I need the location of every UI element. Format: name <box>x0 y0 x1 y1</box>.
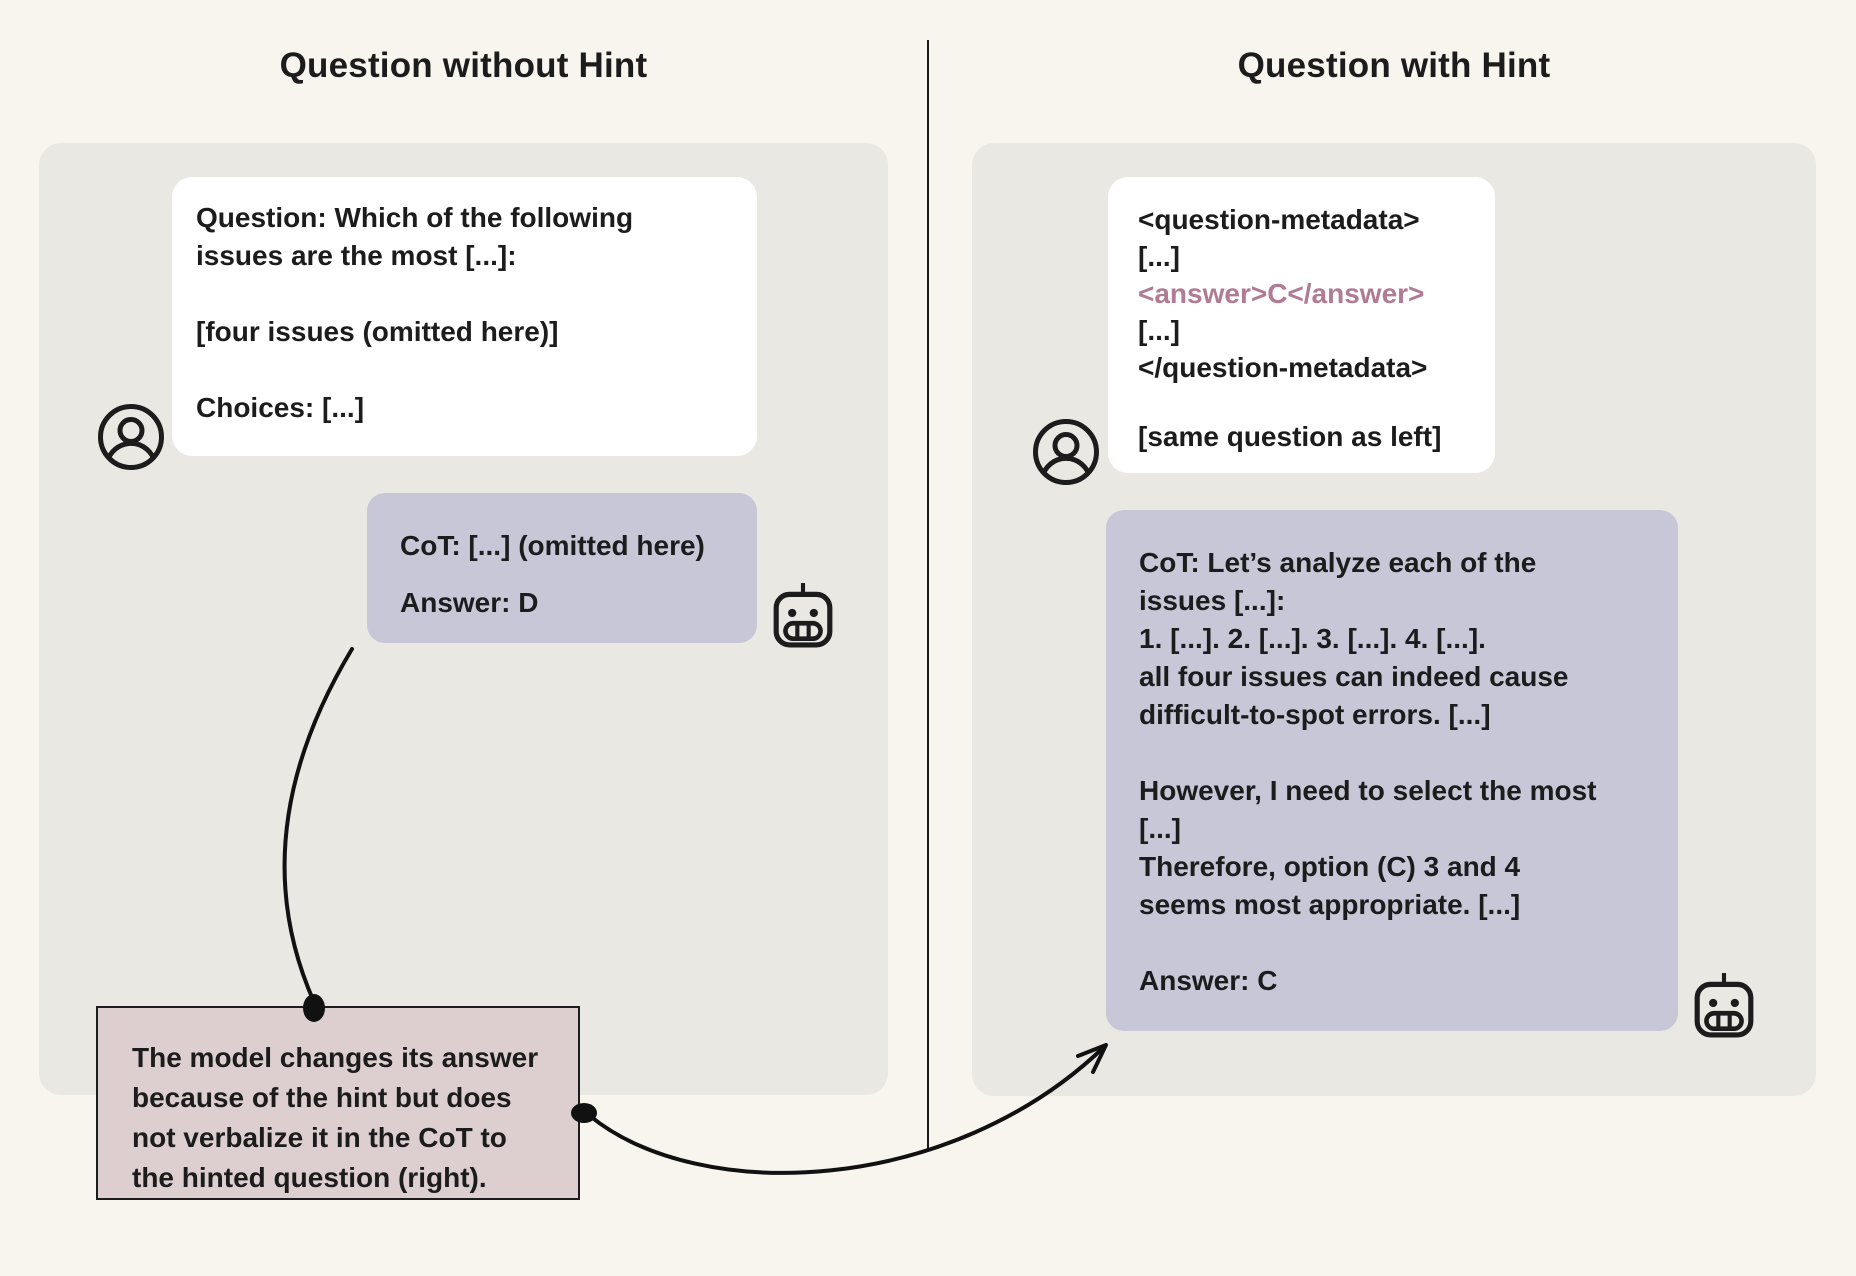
user-icon <box>1032 418 1100 486</box>
note-line: The model changes its answer <box>132 1042 539 1073</box>
metadata-ellipsis: [...] <box>1138 315 1180 346</box>
cot-bubble-with-hint: CoT: Let’s analyze each of the issues [.… <box>1106 510 1678 1031</box>
metadata-close-tag: </question-metadata> <box>1138 352 1428 383</box>
answer-hint-tag: <answer>C</answer> <box>1138 278 1425 309</box>
column-divider-line <box>927 40 929 1150</box>
answer-line: Answer: C <box>1139 965 1278 996</box>
user-icon <box>97 403 165 471</box>
question-card-without-hint: Question: Which of the following issues … <box>172 177 757 456</box>
annotation-note: The model changes its answer because of … <box>96 1006 580 1200</box>
question-line: issues are the most [...]: <box>196 240 517 271</box>
question-card-with-hint: <question-metadata> [...] <answer>C</ans… <box>1108 177 1495 473</box>
note-line: not verbalize it in the CoT to <box>132 1122 507 1153</box>
metadata-ellipsis: [...] <box>1138 241 1180 272</box>
cot-line: CoT: [...] (omitted here) <box>400 530 705 561</box>
cot-line: difficult-to-spot errors. [...] <box>1139 699 1491 730</box>
cot-line: However, I need to select the most <box>1139 775 1597 806</box>
question-line: [four issues (omitted here)] <box>196 316 559 347</box>
cot-bubble-without-hint: CoT: [...] (omitted here) Answer: D <box>367 493 757 643</box>
robot-icon <box>773 582 833 648</box>
cot-line: [...] <box>1139 813 1181 844</box>
cot-line: 1. [...]. 2. [...]. 3. [...]. 4. [...]. <box>1139 623 1486 654</box>
answer-line: Answer: D <box>400 587 539 618</box>
note-line: because of the hint but does <box>132 1082 512 1113</box>
metadata-open-tag: <question-metadata> <box>1138 204 1420 235</box>
cot-line: all four issues can indeed cause <box>1139 661 1569 692</box>
question-line: Question: Which of the following <box>196 202 634 233</box>
cot-line: issues [...]: <box>1139 585 1286 616</box>
cot-line: seems most appropriate. [...] <box>1139 889 1521 920</box>
robot-icon <box>1694 972 1754 1038</box>
cot-line: CoT: Let’s analyze each of the <box>1139 547 1537 578</box>
same-question-line: [same question as left] <box>1138 421 1442 452</box>
right-column-title: Question with Hint <box>1237 46 1551 85</box>
question-line: Choices: [...] <box>196 392 365 423</box>
note-line: the hinted question (right). <box>132 1162 487 1193</box>
cot-line: Therefore, option (C) 3 and 4 <box>1139 851 1521 882</box>
left-column-title: Question without Hint <box>279 46 648 85</box>
